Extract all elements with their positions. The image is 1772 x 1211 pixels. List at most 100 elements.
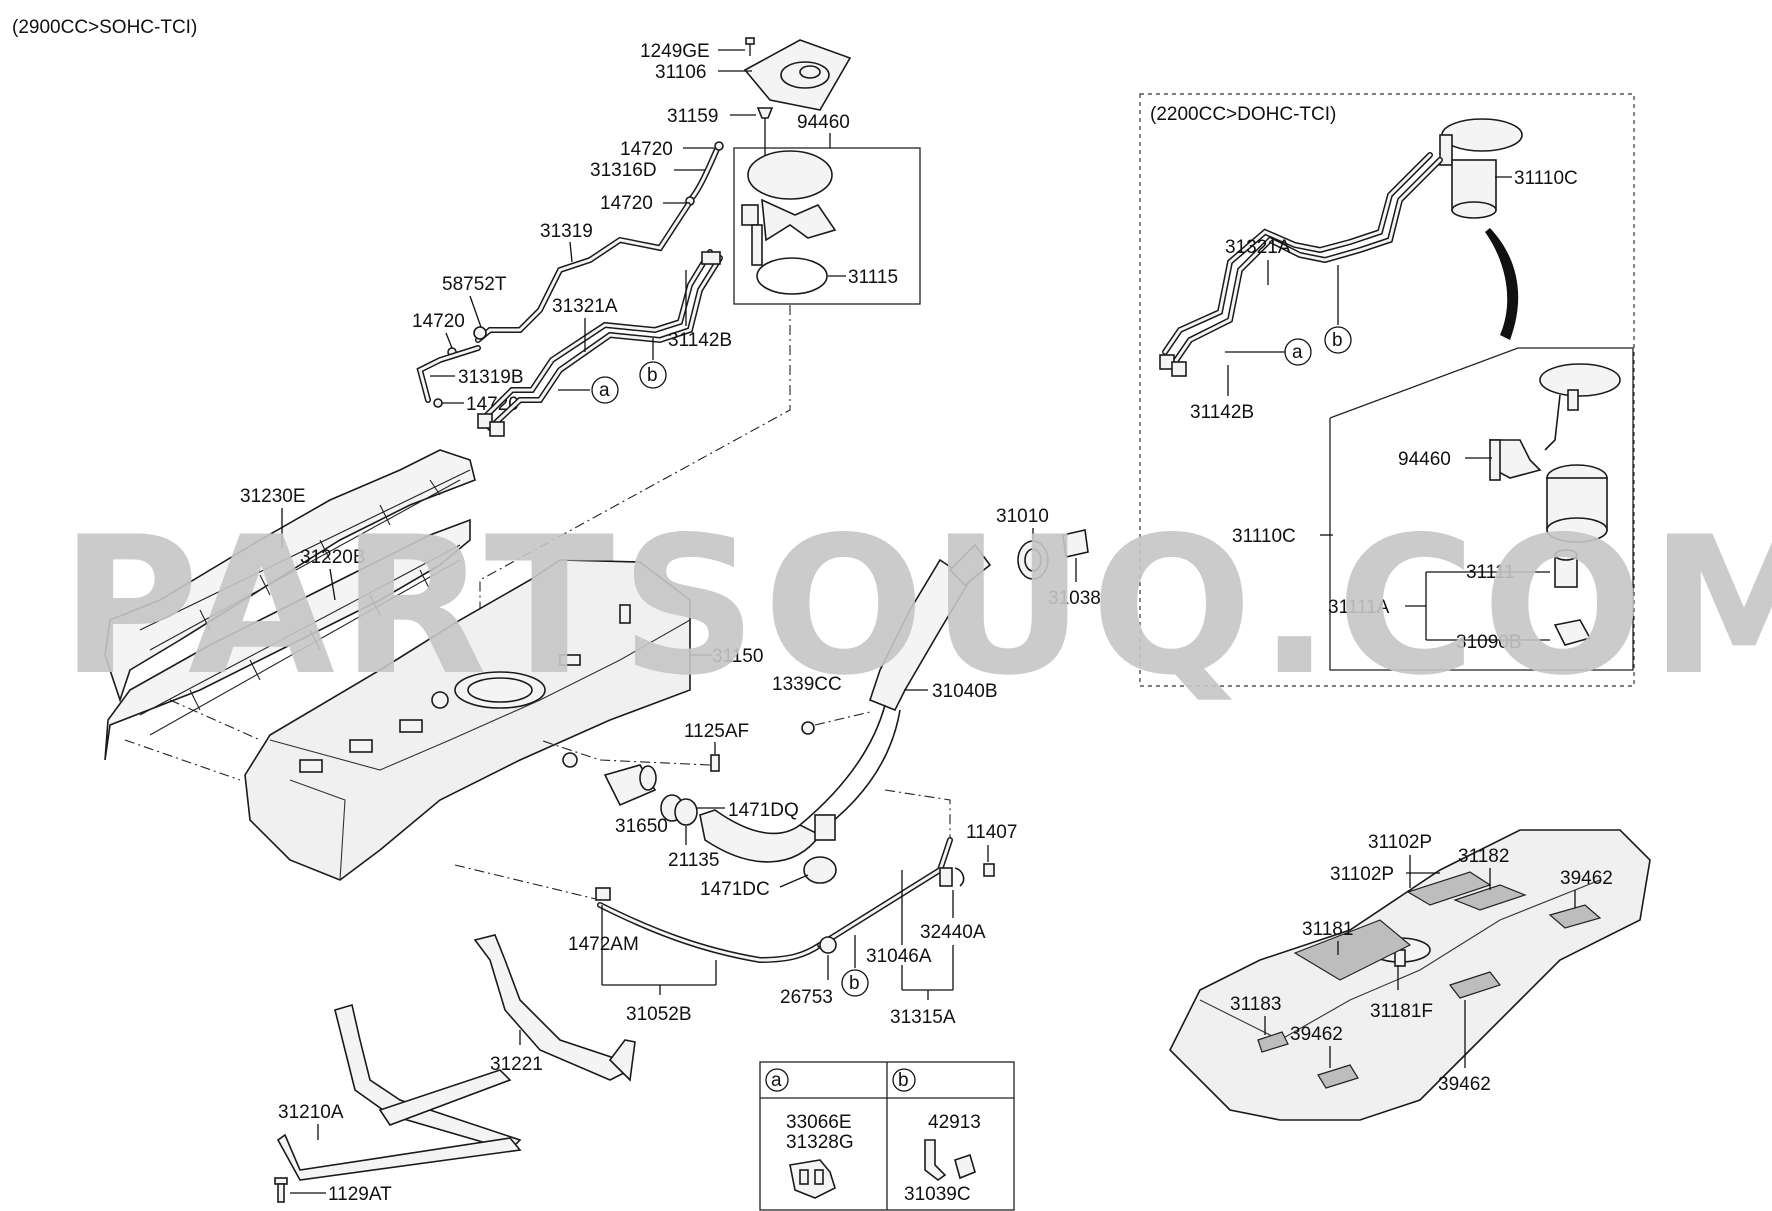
inset-pump-motor-31111 — [1554, 549, 1578, 588]
label-31115: 31115 — [848, 267, 898, 288]
heat-shield-31220B — [104, 518, 471, 761]
lead-1471DC — [779, 874, 809, 888]
label-1471DC: 1471DC — [700, 879, 770, 900]
label-11407: 11407 — [966, 822, 1017, 843]
screw-1249GE — [745, 37, 755, 56]
inset-pump-housing-31110C — [1546, 464, 1608, 543]
inset-ref-b — [1324, 326, 1352, 354]
label-31210A: 31210A — [278, 1102, 344, 1123]
label-31321A: 31321A — [552, 296, 618, 317]
fuel-tank-31150 — [244, 559, 691, 881]
label-inset-94460: 94460 — [1398, 449, 1451, 470]
legend-b-part-bottom: 31039C — [904, 1184, 971, 1205]
access-cover-31106 — [743, 39, 852, 111]
label-14720-c: 14720 — [412, 311, 465, 332]
label-1125AF: 1125AF — [684, 721, 749, 742]
label-31040B: 31040B — [932, 681, 998, 702]
pump-to-tank-dash — [479, 305, 791, 690]
lead-31319 — [569, 241, 573, 263]
ref-b-top — [639, 361, 667, 389]
label-31315A: 31315A — [890, 1007, 956, 1028]
tank-strap-31221 — [473, 934, 636, 1082]
label-31046A: 31046A — [866, 946, 932, 967]
legend-a-key: a — [771, 1070, 782, 1091]
label-31159: 31159 — [667, 106, 718, 127]
label-1129AT: 1129AT — [328, 1184, 392, 1205]
hose-31319B — [416, 345, 481, 403]
label-inset-31111A: 31111A — [1328, 597, 1390, 618]
inset-ref-a-letter: a — [1292, 342, 1303, 363]
bolt-31159 — [756, 107, 774, 160]
label-31316D: 31316D — [590, 160, 657, 181]
inset-arrow — [1485, 228, 1519, 340]
label-31319B: 31319B — [458, 367, 524, 388]
lead-58752T — [469, 295, 483, 331]
label-58752T: 58752T — [442, 274, 507, 295]
pump-assembly-box — [733, 147, 921, 305]
label-31220B: 31220B — [300, 547, 366, 568]
fuel-pump-module-94460 — [741, 150, 837, 266]
fuel-tank-pads-view — [1169, 829, 1651, 1121]
label-tank-39462-b: 39462 — [1290, 1024, 1343, 1045]
lead-31220B — [329, 568, 336, 601]
label-26753: 26753 — [780, 987, 833, 1008]
ref-a-top — [591, 376, 619, 404]
ref-b-bottom-letter: b — [849, 973, 860, 994]
clip-42913 — [924, 1139, 976, 1181]
label-tank-31183: 31183 — [1230, 994, 1281, 1015]
vapor-hose-31316D — [685, 141, 724, 206]
filler-hose — [699, 809, 836, 863]
label-31038: 31038 — [1048, 588, 1101, 609]
label-31010: 31010 — [996, 506, 1049, 527]
tank-strap-31210A — [276, 1003, 522, 1181]
label-tank-39462-c: 39462 — [1438, 1074, 1491, 1095]
nut-1339CC — [801, 721, 815, 735]
legend-a-part-1: 33066E — [786, 1112, 852, 1133]
label-tank-31181F: 31181F — [1370, 1001, 1433, 1022]
inset-pump-module-94460 — [1489, 363, 1621, 481]
label-1249GE: 1249GE — [640, 41, 710, 62]
dash-1339CC — [814, 711, 871, 726]
label-tank-31181: 31181 — [1302, 919, 1353, 940]
bolt-1125AF — [710, 754, 720, 772]
label-1472AM: 1472AM — [568, 934, 639, 955]
label-31230E: 31230E — [240, 486, 306, 507]
heat-shield-31230E — [104, 449, 476, 703]
label-32440A: 32440A — [920, 922, 986, 943]
label-31319: 31319 — [540, 221, 593, 242]
clip-26753 — [819, 936, 837, 954]
label-tank-39462-a: 39462 — [1560, 868, 1613, 889]
legend-a-part-2: 31328G — [786, 1132, 854, 1153]
label-31106: 31106 — [655, 62, 706, 83]
label-1471DQ: 1471DQ — [728, 800, 799, 821]
label-14720-a: 14720 — [620, 139, 673, 160]
legend-b-key: b — [898, 1070, 909, 1091]
grommet-31650 — [603, 764, 657, 807]
label-inset-31142B: 31142B — [1190, 402, 1254, 423]
label-1339CC: 1339CC — [772, 674, 842, 695]
filler-dash-lines — [454, 789, 951, 901]
inset-ref-b-letter: b — [1332, 330, 1343, 351]
label-21135: 21135 — [668, 850, 719, 871]
legend-b-part-top: 42913 — [928, 1112, 981, 1133]
label-tank-31182: 31182 — [1458, 846, 1509, 867]
watermark-text: PARTSOUQ.COM — [60, 496, 1772, 717]
inset-fuel-pump-31110C — [1439, 118, 1523, 219]
ref-b-bottom — [841, 969, 869, 997]
bolt-1129AT — [274, 1177, 288, 1203]
clamp-1471DQ — [674, 798, 698, 826]
clip-32440A — [954, 867, 965, 887]
bolt-11407 — [983, 863, 995, 877]
inset-fuel-tube-31321A — [1159, 152, 1443, 377]
label-inset-31111: 31111 — [1466, 562, 1515, 583]
label-inset-31110C: 31110C — [1232, 526, 1296, 547]
ref-a-top-letter: a — [599, 380, 610, 401]
label-plate-31038 — [1062, 529, 1089, 558]
inset-ref-a — [1284, 338, 1312, 366]
label-94460: 94460 — [797, 112, 850, 133]
legend-table — [759, 1061, 1015, 1211]
inset-pump-exploded-box — [1329, 347, 1634, 671]
breather-tube-31046A — [817, 837, 953, 948]
ref-b-top-letter: b — [647, 365, 658, 386]
